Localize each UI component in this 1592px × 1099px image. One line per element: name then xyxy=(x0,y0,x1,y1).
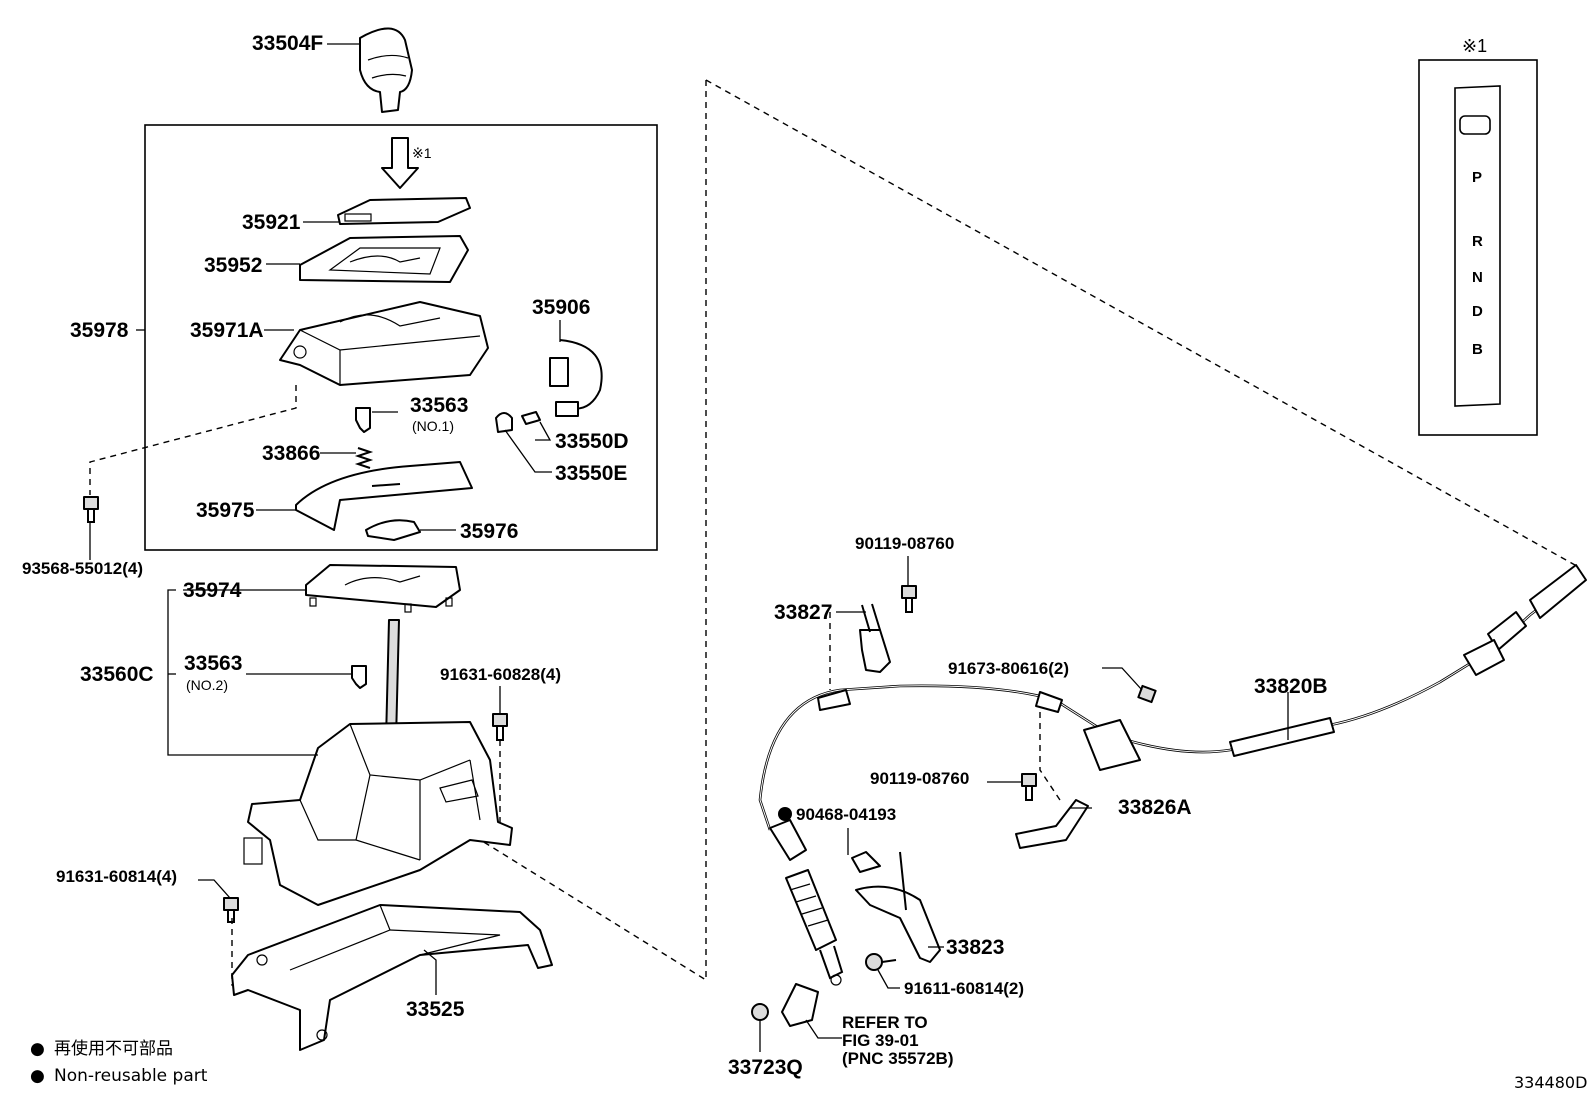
refer-line-3: (PNC 35572B) xyxy=(842,1049,954,1068)
bolt-90119-lower-part xyxy=(1021,773,1037,801)
label-33823: 33823 xyxy=(946,936,1004,959)
label-33563-no2: 33563 xyxy=(184,652,242,675)
label-33827: 33827 xyxy=(774,601,832,624)
housing-35971A-part xyxy=(279,301,489,386)
label-35975: 35975 xyxy=(196,499,255,522)
label-33560C: 33560C xyxy=(80,663,154,686)
label-91673-80616: 91673-80616(2) xyxy=(948,659,1069,678)
shift-knob-part xyxy=(359,27,413,113)
figure-code: 334480D xyxy=(1514,1073,1587,1092)
dashed-leader-top xyxy=(705,79,1576,566)
label-33820B: 33820B xyxy=(1254,675,1328,698)
socket-33550E-part xyxy=(495,412,513,433)
label-33563-no1-sub: (NO.1) xyxy=(412,418,454,434)
bulb-33550D-part xyxy=(521,411,541,425)
label-35974: 35974 xyxy=(183,579,242,602)
gate-reference-box xyxy=(1418,59,1538,436)
label-33550E: 33550E xyxy=(555,462,627,485)
label-90119-08760-top: 90119-08760 xyxy=(855,534,954,553)
bracket-33525-part xyxy=(231,904,553,1051)
gate-letter-r: R xyxy=(1472,233,1483,250)
bolt-91631-60828-part xyxy=(492,713,508,741)
plate-35974-part xyxy=(305,564,461,613)
label-33525: 33525 xyxy=(406,998,465,1021)
leader-lines xyxy=(89,43,1289,1052)
gate-box-reference-mark: ※1 xyxy=(1462,36,1487,56)
label-91631-60828: 91631-60828(4) xyxy=(440,665,561,684)
plate-35976-part xyxy=(365,519,421,541)
subassembly-box-35978 xyxy=(144,124,658,551)
shift-cable-33820B-part xyxy=(758,564,1587,986)
bracket-33823-part xyxy=(855,851,941,963)
gate-letter-n: N xyxy=(1472,269,1483,286)
spring-33866-part xyxy=(354,447,374,469)
label-33563-no2-sub: (NO.2) xyxy=(186,677,228,693)
legend-text-en: Non-reusable part xyxy=(54,1066,208,1086)
label-35906: 35906 xyxy=(532,296,590,319)
label-91631-60814: 91631-60814(4) xyxy=(56,867,177,886)
label-35976: 35976 xyxy=(460,520,518,543)
refer-line-1: REFER TO xyxy=(842,1013,928,1032)
legend-text-jp: 再使用不可部品 xyxy=(54,1038,173,1059)
label-33723Q: 33723Q xyxy=(728,1056,803,1079)
label-33550D: 33550D xyxy=(555,430,629,453)
bolt-93568-part xyxy=(83,496,99,523)
label-33504F: 33504F xyxy=(252,32,323,55)
label-90468-04193: 90468-04193 xyxy=(796,805,896,824)
gate-letter-d: D xyxy=(1472,303,1483,320)
indicator-plate-35921-part xyxy=(337,197,471,225)
legend-bullet-jp: ● xyxy=(30,1039,45,1059)
label-35971A: 35971A xyxy=(190,319,264,342)
dashed-leader-bolt-93568 xyxy=(89,385,297,495)
legend-bullet-en: ● xyxy=(30,1066,45,1086)
bezel-35952-part xyxy=(299,235,469,283)
label-35952: 35952 xyxy=(204,254,262,277)
bolt-90119-top-part xyxy=(901,585,917,613)
shift-lever-base-33560C-part xyxy=(243,721,513,906)
label-35978: 35978 xyxy=(70,319,129,342)
gate-letter-p: P xyxy=(1472,169,1482,186)
label-90119-08760-lower: 90119-08760 xyxy=(870,769,969,788)
label-33563-no1: 33563 xyxy=(410,394,468,417)
label-33826A: 33826A xyxy=(1118,796,1192,819)
refer-line-2: FIG 39-01 xyxy=(842,1031,919,1050)
label-93568-55012: 93568-55012(4) xyxy=(22,559,143,578)
label-91611-60814: 91611-60814(2) xyxy=(904,979,1024,998)
bolt-91673-part xyxy=(1137,684,1157,704)
gate-letter-b: B xyxy=(1472,341,1483,358)
cover-35975-part xyxy=(295,461,473,531)
gate-indicator-graphic xyxy=(1454,85,1501,407)
label-35921: 35921 xyxy=(242,211,301,234)
reference-mark-arrow: ※1 xyxy=(412,145,432,161)
stopper-33563-no1-part xyxy=(355,407,371,433)
non-reusable-marker-icon xyxy=(778,807,792,821)
shift-lever-rod-part xyxy=(385,619,400,741)
clip-bracket-lower-part xyxy=(781,983,819,1027)
stopper-33563-no2-part xyxy=(351,665,367,689)
label-33866: 33866 xyxy=(262,442,320,465)
cable-bracket-mount-part xyxy=(1083,719,1141,771)
dashed-leader-33826A xyxy=(1039,712,1061,801)
switch-wire-35906-part xyxy=(549,339,603,417)
bracket-33827-part xyxy=(859,603,891,673)
clip-90468-part xyxy=(851,851,881,873)
bolt-91611-part xyxy=(865,953,897,971)
bolt-91631-60814-part xyxy=(223,897,239,923)
nut-33723Q-part xyxy=(751,1003,769,1021)
arrow-down-icon xyxy=(381,137,419,189)
bracket-33826A-part xyxy=(1015,799,1089,849)
